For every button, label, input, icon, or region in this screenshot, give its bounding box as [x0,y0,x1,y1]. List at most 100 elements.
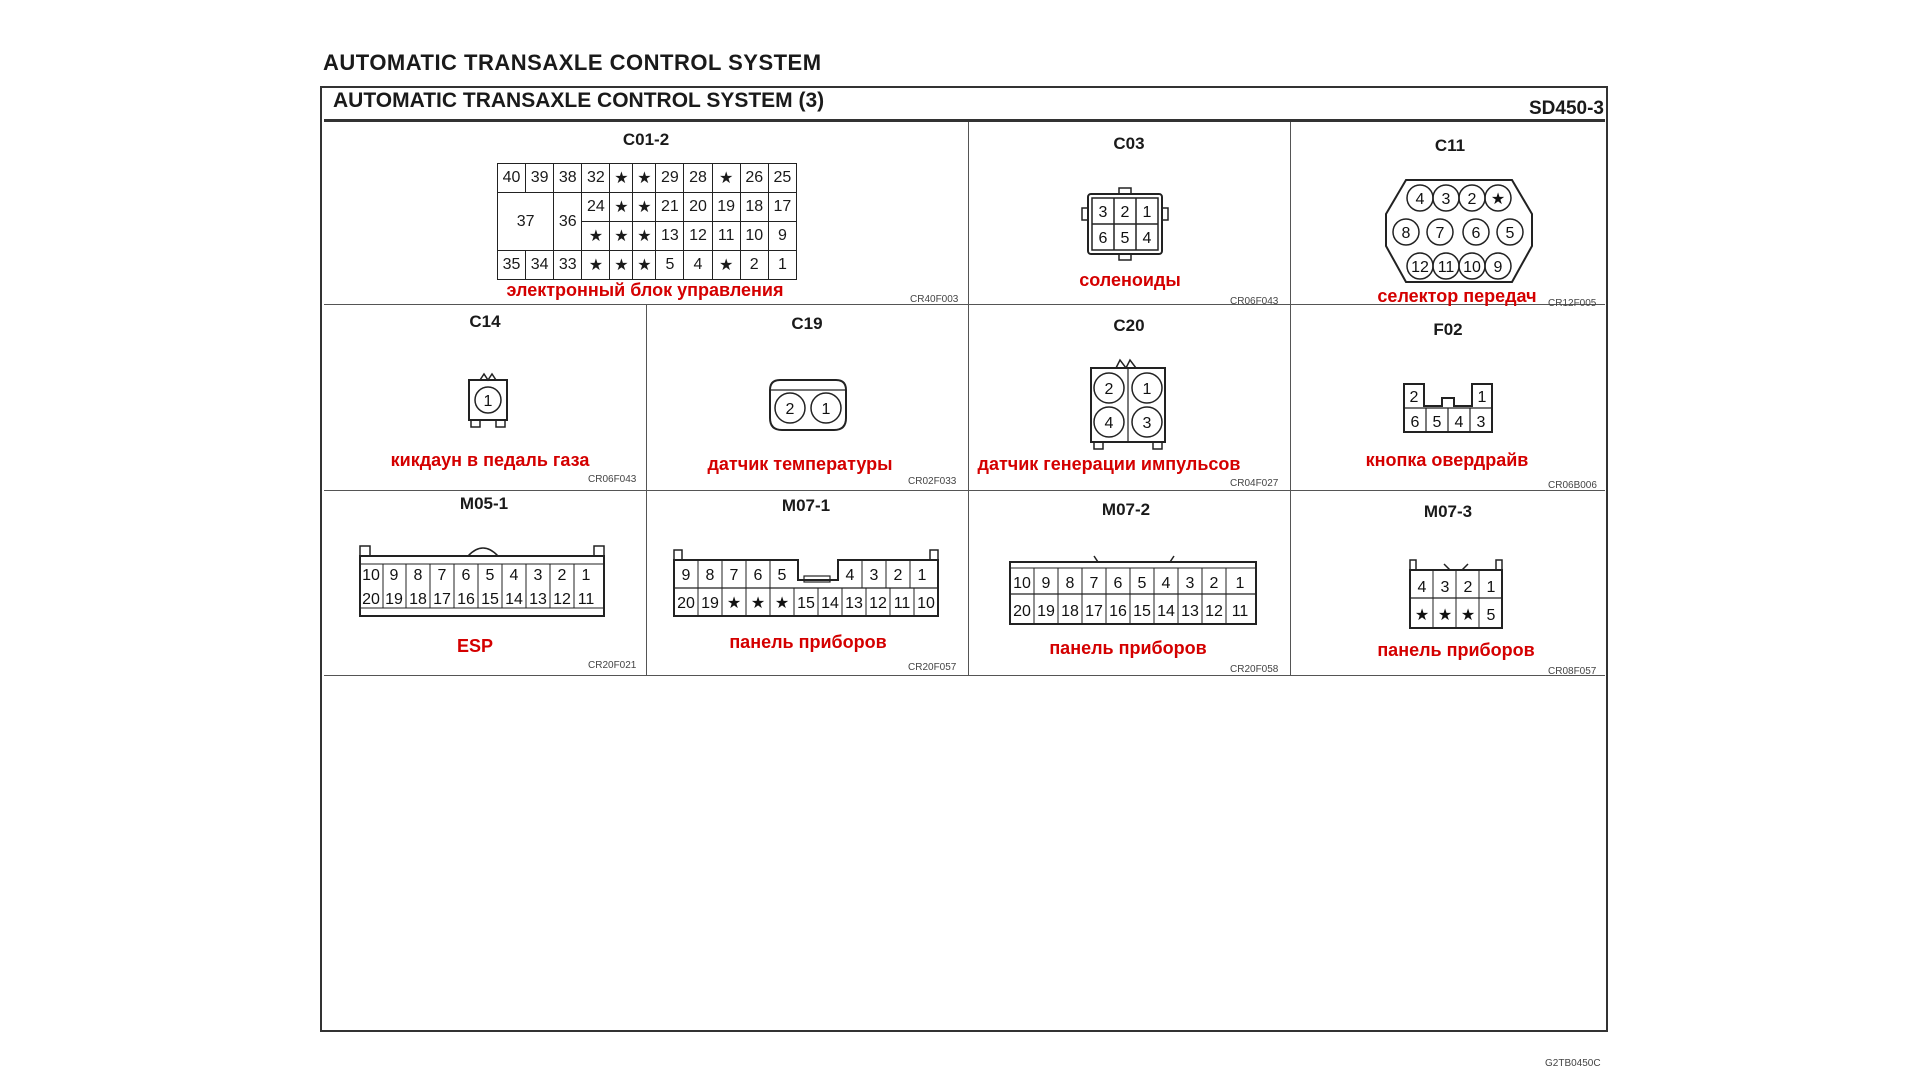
pin: 12 [1205,603,1223,620]
pin: 2 [1468,191,1477,208]
pin: 9 [682,567,691,584]
figure-code: G2TB0450C [1545,1058,1601,1069]
connector-name-m07-1: M07-1 [781,496,831,515]
pin: ★ [727,595,741,612]
pin: 1 [484,393,493,410]
pin: 3 [1441,579,1450,596]
diagram-frame [320,86,1608,1032]
pin: 2 [1105,381,1114,398]
pin: ★ [711,250,741,280]
pin: 13 [529,591,547,608]
pin: 11 [578,591,595,608]
pin: 11 [1232,603,1249,620]
pin: 4 [1143,230,1152,247]
pin: 13 [1181,603,1199,620]
pin: 20 [362,591,380,608]
pin: 20 [677,595,695,612]
pin: 35 [496,250,527,280]
pin: 10 [1463,259,1481,276]
connector-label-c01-2: электронный блок управления [506,280,784,300]
pin: 17 [1085,603,1103,620]
pin: 5 [1487,607,1496,624]
pin: 9 [1494,259,1503,276]
connector-name-c19: C19 [791,314,823,333]
connector-name-c03: C03 [1113,134,1145,153]
pin: 9 [1042,575,1051,592]
pin: 1 [582,567,591,584]
pin: 3 [1477,414,1486,431]
pin: ★ [1438,607,1452,624]
pin: ★ [632,250,657,280]
connector-c11: 4 3 2 ★ 8 7 6 5 12 11 10 9 [1385,179,1533,283]
pin: 3 [534,567,543,584]
pin: 2 [558,567,567,584]
connector-code-m07-1: CR20F057 [908,662,957,673]
pin: 2 [1464,579,1473,596]
pin: 3 [870,567,879,584]
connector-label-m05-1: ESP [456,636,494,656]
pin: ★ [775,595,789,612]
connector-code-c01-2: CR40F003 [910,294,959,305]
pin: 18 [409,591,427,608]
pin: 6 [1411,414,1420,431]
pin: 5 [655,250,685,280]
pin: 39 [525,163,555,193]
pin: 19 [385,591,403,608]
pin: ★ [581,221,611,251]
connector-code-m07-3: CR08F057 [1548,666,1597,677]
connector-name-c01-2: C01-2 [622,130,670,149]
pin: 10 [739,221,769,251]
connector-code-f02: CR06B006 [1548,480,1597,491]
connector-label-m07-1: панель приборов [729,632,887,652]
pin: 5 [1506,225,1515,242]
pin: ★ [1491,191,1505,208]
pin: ★ [609,250,634,280]
pin: 1 [1487,579,1496,596]
pin: 1 [767,250,798,280]
pin: ★ [581,250,611,280]
connector-label-c03: соленоиды [1079,270,1181,290]
pin: 36 [553,192,583,251]
connector-label-c20: датчик генерации импульсов [977,454,1241,474]
pin: 3 [1099,204,1108,221]
pin: 16 [1109,603,1127,620]
pin: 12 [1411,259,1429,276]
connector-code-c14: CR06F043 [588,474,637,485]
pin: 15 [1133,603,1151,620]
connector-f02: 2 1 6 5 4 3 [1403,383,1493,433]
connector-code-c20: CR04F027 [1230,478,1279,489]
connector-name-f02: F02 [1433,320,1463,339]
pin: 4 [683,250,713,280]
section-title: AUTOMATIC TRANSAXLE CONTROL SYSTEM (3) [333,89,825,112]
connector-c20: 2 1 4 3 [1090,358,1166,450]
pin: 4 [846,567,855,584]
pin: ★ [632,192,657,222]
pin: 1 [822,401,831,418]
pin: 1 [1143,204,1152,221]
pin: ★ [632,221,657,251]
pin: 11 [894,595,911,612]
pin: ★ [751,595,765,612]
connector-name-m07-2: M07-2 [1101,500,1151,519]
pin: 5 [1433,414,1442,431]
pin: 18 [739,192,769,222]
pin: 4 [1162,575,1171,592]
connector-c01-2: 40 39 38 32 ★ ★ 29 28 ★ 26 25 37 36 24 ★… [496,163,798,280]
pin: 4 [1455,414,1464,431]
connector-code-m05-1: CR20F021 [588,660,637,671]
header-bar [324,86,1605,122]
pin: 3 [1143,415,1152,432]
document-title: AUTOMATIC TRANSAXLE CONTROL SYSTEM [323,50,822,75]
pin: 17 [433,591,451,608]
pin: 3 [1442,191,1451,208]
pin: 8 [706,567,715,584]
pin: 4 [510,567,519,584]
pin: 4 [1416,191,1425,208]
pin: 7 [438,567,447,584]
pin: 10 [1013,575,1031,592]
pin: 6 [1099,230,1108,247]
pin: 38 [553,163,583,193]
connector-label-m07-3: панель приборов [1377,640,1535,660]
pin: 2 [1410,389,1419,406]
pin: 37 [496,192,555,251]
